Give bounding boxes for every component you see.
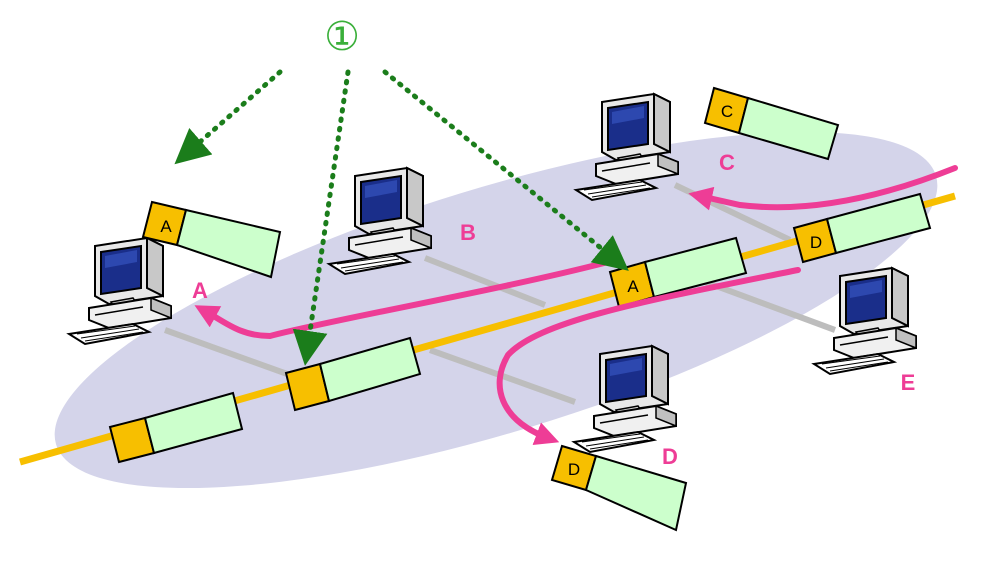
packet-d-bus: D bbox=[792, 192, 932, 264]
node-label-b: B bbox=[460, 220, 476, 245]
broadcast-arrow-right bbox=[382, 69, 629, 271]
packet-blank-mid bbox=[284, 336, 422, 412]
drop-cable-a bbox=[163, 327, 292, 378]
node-label-c: C bbox=[719, 150, 735, 175]
packet-c-top: C bbox=[703, 86, 840, 161]
packet-a-bus-label: A bbox=[627, 277, 639, 296]
packet-d-bottom: D bbox=[550, 444, 688, 532]
network-segment-ellipse bbox=[54, 131, 938, 489]
packet-d-bus-label: D bbox=[810, 233, 822, 252]
packet-a-top: A bbox=[141, 200, 282, 279]
node-label-a: A bbox=[192, 278, 208, 303]
packet-a-bus: A bbox=[608, 236, 748, 309]
node-label-e: E bbox=[901, 370, 916, 395]
node-label-d: D bbox=[662, 444, 678, 469]
packet-d-bottom-label: D bbox=[568, 460, 580, 479]
broadcast-arrow-middle bbox=[292, 69, 351, 366]
packet-blank-left bbox=[108, 391, 244, 464]
drop-cable-b bbox=[423, 255, 547, 308]
flow-arrows bbox=[194, 165, 958, 446]
packet-a-top-label: A bbox=[160, 217, 172, 236]
flow-arrow-to-c bbox=[688, 165, 958, 211]
packet-c-top-label: C bbox=[721, 102, 733, 121]
broadcast-arrow-left bbox=[174, 69, 283, 165]
flow-arrow-to-a bbox=[194, 259, 611, 340]
broadcast-arrows bbox=[174, 69, 629, 366]
flow-arrow-to-d bbox=[496, 267, 801, 446]
step-marker: ① bbox=[324, 14, 360, 60]
